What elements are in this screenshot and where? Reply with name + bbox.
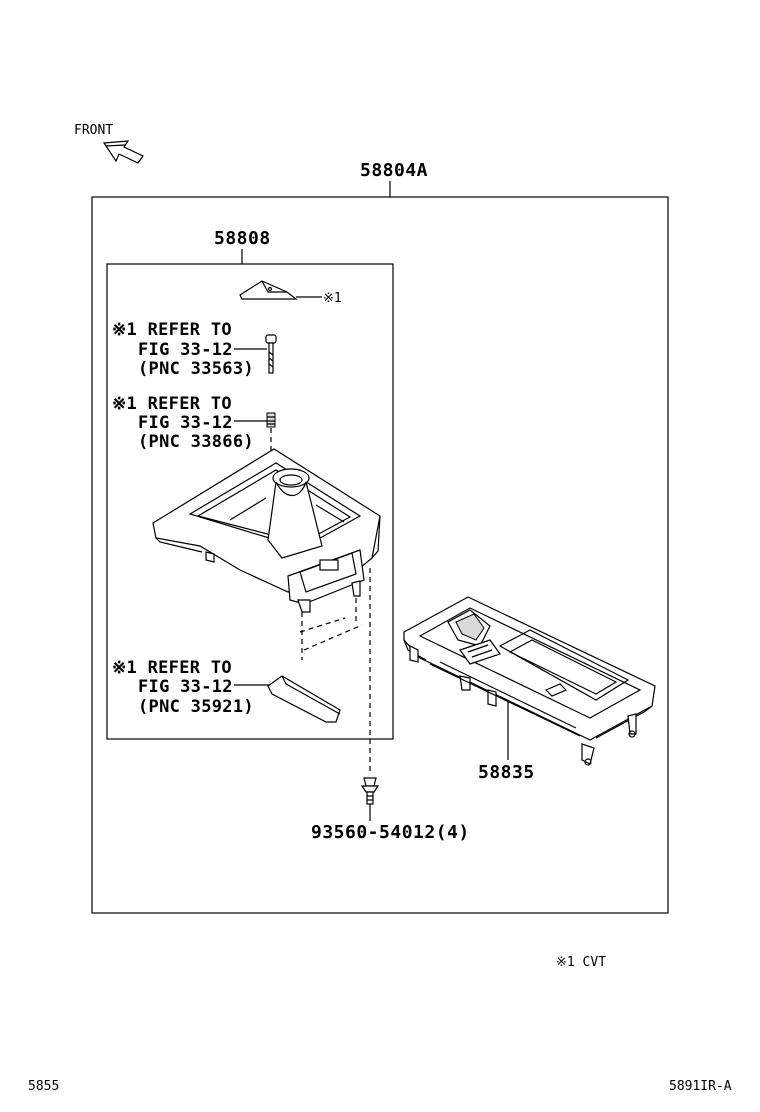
refer-1-line3: (PNC 33563) <box>138 359 254 379</box>
refer-3-line1: ※1 REFER TO <box>112 658 232 678</box>
refer-2-line1: ※1 REFER TO <box>112 394 232 414</box>
top-cover-part <box>239 280 298 300</box>
assembly-label: 58804A <box>360 160 428 181</box>
refer-1-line1: ※1 REFER TO <box>112 320 232 340</box>
footer-left: 5855 <box>28 1079 59 1094</box>
sub-assembly-frame <box>106 263 394 740</box>
screw-label: 93560-54012(4) <box>311 822 470 843</box>
top-cover-note: ※1 <box>323 291 342 306</box>
refer-3-line3: (PNC 35921) <box>138 697 254 717</box>
nut-part <box>266 412 276 428</box>
refer-3-line2: FIG 33-12 <box>138 677 233 697</box>
refer-2-line2: FIG 33-12 <box>138 413 233 433</box>
legend-note: ※1 CVT <box>556 955 606 970</box>
refer-note-1: ※1 REFER TO FIG 33-12 (PNC 33563) <box>112 320 254 379</box>
console-panel-part <box>403 596 656 766</box>
refer-2-line3: (PNC 33866) <box>138 432 254 452</box>
fastener-dashes <box>299 568 371 775</box>
shift-boot-housing <box>152 448 381 613</box>
refer-1-line2: FIG 33-12 <box>138 340 233 360</box>
refer-note-3: ※1 REFER TO FIG 33-12 (PNC 35921) <box>112 658 254 717</box>
sub-assembly-label: 58808 <box>214 228 271 249</box>
console-panel-label: 58835 <box>478 762 535 783</box>
refer-note-2: ※1 REFER TO FIG 33-12 (PNC 33866) <box>112 394 254 452</box>
bolt-part <box>265 334 277 374</box>
assembly-frame <box>91 196 669 914</box>
front-arrow-icon <box>102 140 144 164</box>
footer-right: 5891IR-A <box>669 1079 732 1094</box>
front-label: FRONT <box>74 123 113 138</box>
mat-part <box>267 675 341 723</box>
screw-part <box>360 777 380 805</box>
